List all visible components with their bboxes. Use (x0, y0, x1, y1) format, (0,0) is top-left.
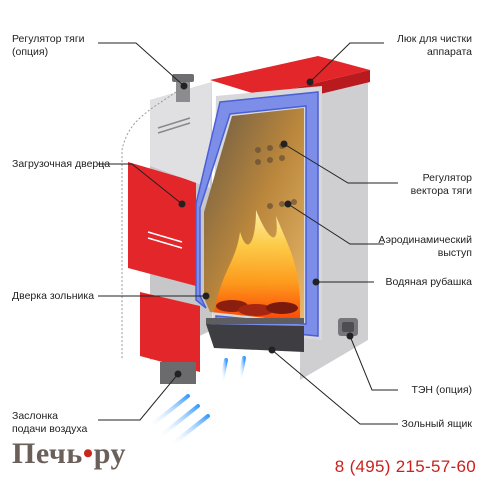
burning-wood (216, 300, 298, 316)
door-vent-line-3 (147, 231, 183, 243)
phone-number: 8 (495) 215-57-60 (334, 457, 476, 476)
label-loading-door: Загрузочная дверца (12, 158, 111, 170)
aerodynamic-ledge-holes (255, 143, 297, 209)
brand-logo-part2: ру (93, 437, 126, 470)
label-draft-regulator: Регулятор тяги (опция) (12, 33, 85, 58)
door-vent-line-2 (157, 122, 191, 134)
loading-door-top (150, 82, 212, 188)
ash-door (140, 292, 200, 372)
label-water-jacket: Водяная рубашка (385, 276, 472, 288)
brand-logo-part1: Печь (12, 437, 83, 470)
boiler-top-lid (210, 56, 370, 96)
label-ash-door: Дверка зольника (12, 290, 95, 302)
door-vent-line-4 (147, 237, 183, 249)
loading-door (128, 162, 196, 286)
leader-lines (98, 42, 398, 425)
label-draft-vector-regulator: Регулятор вектора тяги (410, 172, 472, 197)
heating-element-cap (342, 322, 354, 332)
label-cleaning-hatch: Люк для чистки аппарата (397, 33, 472, 58)
grate (206, 318, 304, 324)
regulator-chain (121, 91, 177, 360)
door-vent-line-1 (157, 117, 191, 129)
label-air-damper: Заслонка подачи воздуха (12, 410, 88, 435)
label-aerodynamic-ledge: Аэродинамический выступ (378, 234, 472, 259)
brand-logo: Печь•ру (12, 437, 126, 471)
label-ash-box: Зольный ящик (401, 418, 472, 430)
brand-logo-dot: • (82, 437, 94, 470)
label-heating-element: ТЭН (опция) (411, 384, 472, 396)
flame (214, 210, 300, 322)
ash-box (206, 324, 304, 352)
airflow-arrows (146, 356, 246, 448)
